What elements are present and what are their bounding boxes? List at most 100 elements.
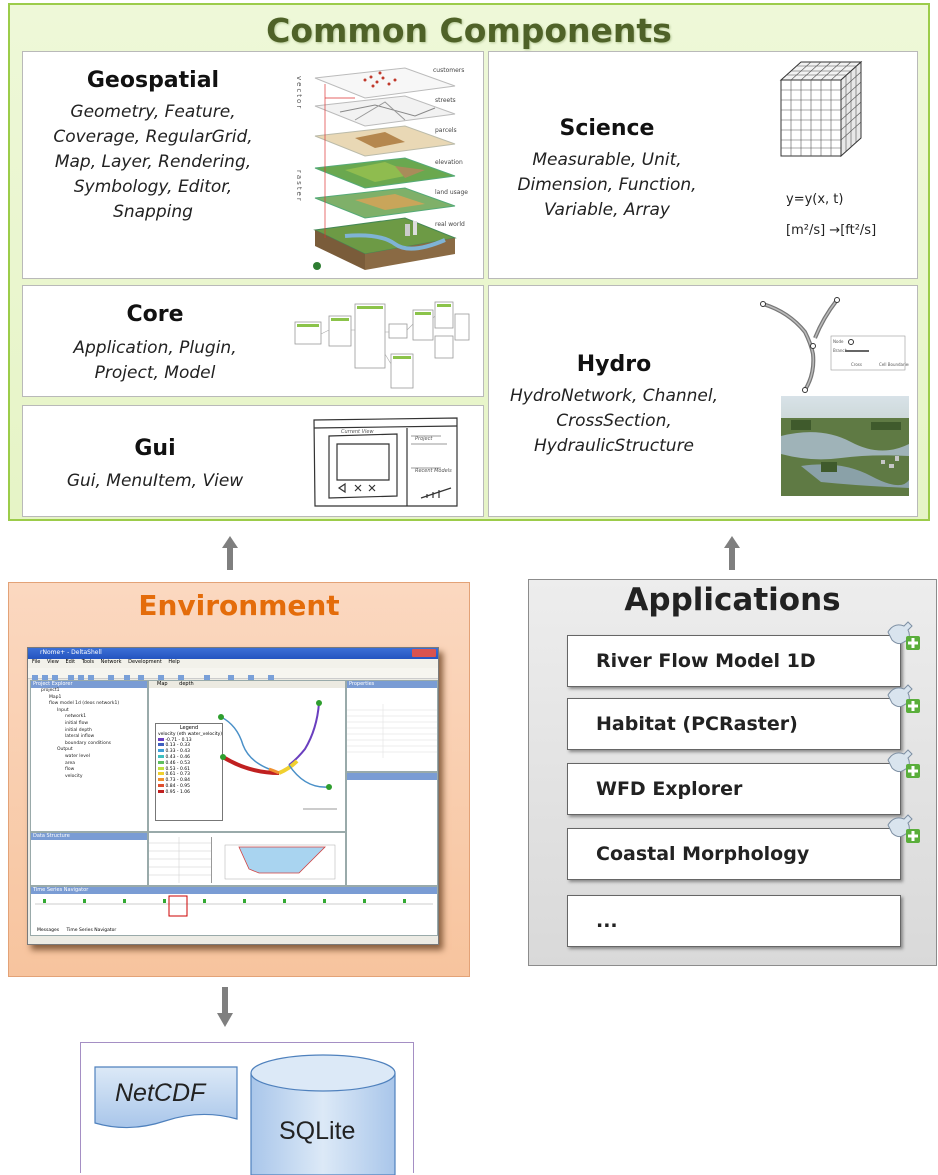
up-arrow-icon xyxy=(724,536,740,570)
project-explorer-panel: Project Explorer project1 Map1 flow mode… xyxy=(30,680,148,832)
geospatial-line: Symbology, Editor, xyxy=(73,177,233,197)
environment-container: Environment rNome+ - DeltaShell File Vie… xyxy=(8,582,470,977)
app-item-label: Habitat (PCRaster) xyxy=(596,713,798,735)
river-aerial-photo xyxy=(781,396,909,496)
screenshot-menu-bar: File View Edit Tools Network Development… xyxy=(28,659,438,668)
science-panel: Science Measurable, Unit, Dimension, Fun… xyxy=(488,51,918,279)
tab-time-series-navigator: Time Series Navigator xyxy=(66,928,117,933)
down-arrow-icon xyxy=(217,987,233,1027)
layer-label-real-world: real world xyxy=(435,221,465,228)
plugin-icon xyxy=(887,814,920,843)
app-item-label: River Flow Model 1D xyxy=(596,650,816,672)
science-line: Dimension, Function, xyxy=(517,175,697,195)
cross-section-panel xyxy=(148,832,346,886)
legend-entry: 0.73 - 0.84 xyxy=(158,778,220,784)
svg-text:Project: Project xyxy=(415,436,433,442)
app-item-habitat[interactable]: Habitat (PCRaster) xyxy=(567,684,920,750)
applications-container: Applications River Flow Model 1D Habitat… xyxy=(528,579,937,966)
gis-layers-illustration: vector raster xyxy=(295,67,468,270)
plugin-icon xyxy=(887,684,920,713)
science-line: Variable, Array xyxy=(544,200,670,220)
plugin-icon xyxy=(887,621,920,650)
vector-label: vector xyxy=(295,76,303,110)
layer-label-customers: customers xyxy=(433,67,464,74)
window-controls-icon xyxy=(412,649,436,657)
screenshot-menu-item: Tools xyxy=(81,659,95,665)
tree-node: initial flow xyxy=(65,720,89,726)
core-line: Project, Model xyxy=(94,363,216,383)
layer-label-elevation: elevation xyxy=(435,159,463,166)
class-diagram-icon xyxy=(294,301,470,389)
time-navigator-panel: Time Series Navigator Messages Time Seri… xyxy=(30,886,438,936)
map-panel: Map depth Legend velocity (eth water_vel… xyxy=(148,680,346,832)
data-structure-panel: Data Structure xyxy=(30,832,148,886)
properties-header: Properties xyxy=(347,681,437,688)
properties-panel: Properties xyxy=(346,680,438,772)
hydro-title: Hydro xyxy=(576,352,652,377)
geospatial-title: Geospatial xyxy=(86,68,220,93)
applications-title: Applications xyxy=(624,582,841,618)
tree-node: Output xyxy=(57,747,73,753)
tree-node: area xyxy=(65,760,76,766)
legend-subtitle: velocity (eth water_velocity) xyxy=(158,731,223,737)
netcdf-document-icon xyxy=(94,1066,238,1129)
raster-label: raster xyxy=(295,170,303,203)
legend-entry: -0.71 - 0.13 xyxy=(158,737,220,744)
tree-node: water level xyxy=(65,753,90,759)
core-title: Core xyxy=(126,302,184,327)
legend-title: Legend xyxy=(179,725,199,731)
tab-messages: Messages xyxy=(37,928,60,933)
geospatial-line: Snapping xyxy=(113,202,193,222)
science-unit-conversion: [m²/s] →[ft²/s] xyxy=(786,223,877,238)
up-arrow-icon xyxy=(222,536,238,570)
screenshot-menu-item: Development xyxy=(128,659,162,665)
svg-text:Node: Node xyxy=(833,339,844,344)
app-item-label: ... xyxy=(596,910,618,932)
svg-text:Recent Models: Recent Models xyxy=(415,468,452,474)
hydro-line: HydraulicStructure xyxy=(533,436,695,456)
legend-entry: 0.13 - 0.33 xyxy=(158,743,220,749)
tree-node: flow model 1d (deos network1) xyxy=(49,701,120,707)
common-components-container: Common Components Geospatial Geometry, F… xyxy=(8,3,930,521)
legend-entry: 0.61 - 0.73 xyxy=(158,772,220,778)
science-line: Measurable, Unit, xyxy=(532,150,682,170)
screenshot-menu-item: Network xyxy=(100,659,122,665)
app-item-river-flow[interactable]: River Flow Model 1D xyxy=(567,621,920,687)
geospatial-line: Coverage, RegularGrid, xyxy=(53,127,253,147)
science-formula: y=y(x, t) xyxy=(786,192,844,207)
layer-label-parcels: parcels xyxy=(435,127,457,134)
app-screenshot: rNome+ - DeltaShell File View Edit Tools… xyxy=(27,647,439,945)
gui-title: Gui xyxy=(134,436,176,461)
data-structure-header: Data Structure xyxy=(31,833,147,840)
legend-entry: 0.95 - 1.06 xyxy=(158,789,220,796)
project-explorer-header: Project Explorer xyxy=(31,681,147,688)
hydro-desc: HydroNetwork, Channel, CrossSection, Hyd… xyxy=(489,384,739,459)
layer-label-land-usage: land usage xyxy=(435,189,468,196)
tree-node: Map1 xyxy=(49,694,62,700)
hydro-panel: Hydro HydroNetwork, Channel, CrossSectio… xyxy=(488,285,918,517)
storage-container: NetCDF SQLite xyxy=(80,1042,414,1175)
tree-node: project1 xyxy=(41,688,60,693)
app-item-coastal-morphology[interactable]: Coastal Morphology xyxy=(567,814,920,880)
sqlite-database-icon xyxy=(250,1054,396,1175)
layer-label-streets: streets xyxy=(435,97,456,104)
tree-node: velocity xyxy=(65,773,83,779)
hydro-line: HydroNetwork, Channel, xyxy=(509,386,718,406)
geospatial-panel: Geospatial Geometry, Feature, Coverage, … xyxy=(22,51,484,279)
cube-grid-icon xyxy=(779,60,863,158)
tree-node: boundary conditions xyxy=(65,740,112,746)
hydro-line: CrossSection, xyxy=(556,411,672,431)
screenshot-menu-item: Edit xyxy=(65,659,76,665)
tree-node: Input xyxy=(57,707,69,713)
svg-text:Current View: Current View xyxy=(341,429,374,435)
app-item-wfd-explorer[interactable]: WFD Explorer xyxy=(567,749,920,815)
app-item-more[interactable]: ... xyxy=(567,895,901,947)
status-tabs: Messages Time Series Navigator xyxy=(31,928,116,935)
geospatial-desc: Geometry, Feature, Coverage, RegularGrid… xyxy=(23,100,283,225)
science-desc: Measurable, Unit, Dimension, Function, V… xyxy=(489,148,725,223)
legend-entry: 0.46 - 0.53 xyxy=(158,760,220,767)
network-map-drawing xyxy=(218,700,337,810)
map-legend: Legend velocity (eth water_velocity) -0.… xyxy=(155,723,223,821)
tab-map: Map xyxy=(157,681,168,687)
